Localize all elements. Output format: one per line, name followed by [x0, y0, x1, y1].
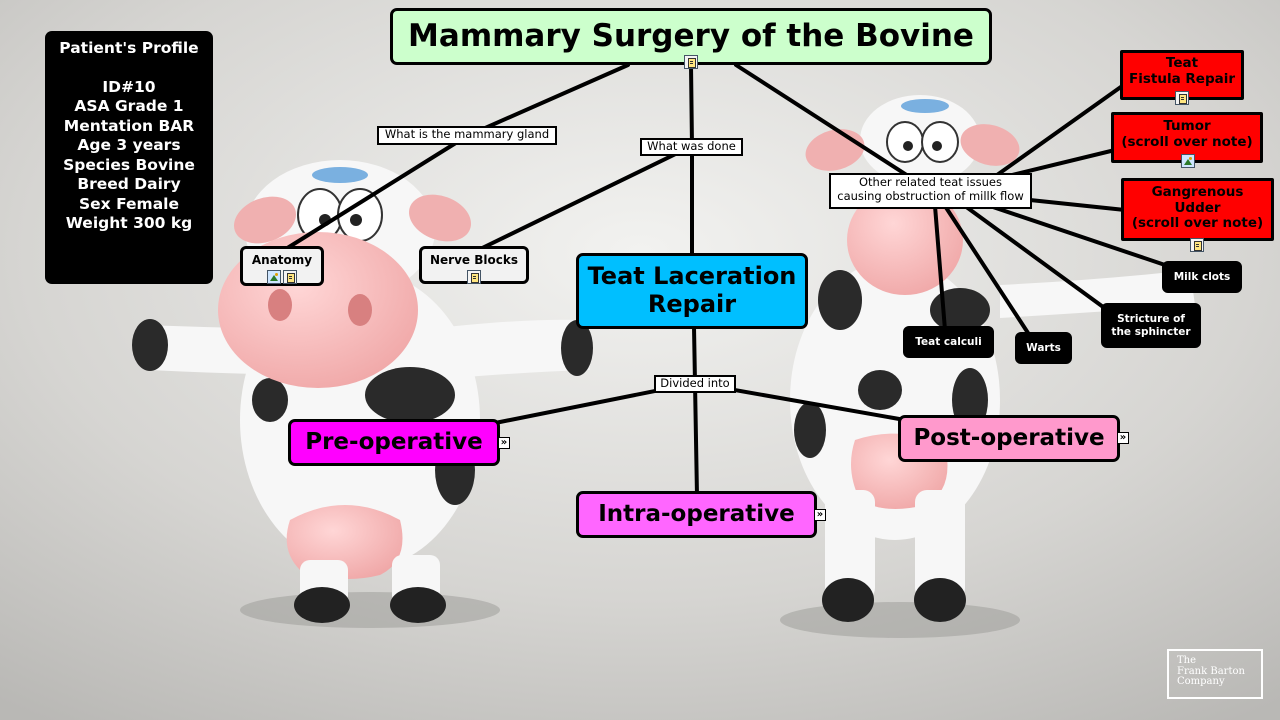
logo-line-2: Frank Barton: [1177, 665, 1245, 677]
central-line-2: Repair: [647, 290, 737, 318]
expand-icon[interactable]: »: [498, 437, 510, 449]
note-icon[interactable]: [283, 269, 297, 284]
expand-icon[interactable]: »: [1117, 432, 1129, 444]
milk-clots-label: Milk clots: [1173, 270, 1231, 283]
page-title: Mammary Surgery of the Bovine: [408, 17, 974, 54]
teat-fistula-line-2: Fistula Repair: [1129, 70, 1235, 87]
label-divided-into: Divided into: [654, 375, 736, 393]
note-icon[interactable]: [467, 269, 481, 284]
frank-barton-company-logo: The Frank Barton Company: [1167, 649, 1263, 699]
label-what-is-mammary-gland: What is the mammary gland: [377, 126, 557, 145]
expand-icon[interactable]: »: [814, 509, 826, 521]
nerve-blocks-label: Nerve Blocks: [430, 253, 518, 267]
stricture-line-1: Stricture of: [1117, 313, 1185, 326]
central-line-1: Teat Laceration: [587, 262, 797, 291]
profile-mentation: Mentation BAR: [63, 116, 195, 135]
profile-weight: Weight 300 kg: [65, 214, 193, 232]
profile-asa: ASA Grade 1: [74, 97, 184, 115]
tumor-node[interactable]: Tumor (scroll over note): [1111, 112, 1263, 163]
anatomy-node[interactable]: Anatomy: [240, 246, 324, 286]
tumor-line-2: (scroll over note): [1121, 133, 1253, 150]
post-operative-label: Post-operative: [913, 425, 1105, 452]
profile-breed: Breed Dairy: [77, 175, 181, 193]
patient-profile-panel: Patient's Profile ID#10 ASA Grade 1 Ment…: [45, 31, 213, 284]
gangrenous-line-1: Gangrenous: [1151, 184, 1244, 200]
stricture-sphincter-node[interactable]: Stricture of the sphincter: [1101, 303, 1201, 348]
teat-calculi-node[interactable]: Teat calculi: [903, 326, 994, 358]
stricture-line-2: the sphincter: [1111, 325, 1191, 338]
teat-calculi-label: Teat calculi: [915, 335, 982, 348]
label-other-line-1: Other related teat issues: [859, 175, 1002, 189]
intra-operative-node[interactable]: Intra-operative: [576, 491, 817, 538]
note-icon[interactable]: [684, 55, 698, 69]
note-icon[interactable]: [1175, 91, 1189, 105]
milk-clots-node[interactable]: Milk clots: [1162, 261, 1242, 293]
note-icon[interactable]: [1190, 238, 1204, 252]
image-icon[interactable]: [1181, 154, 1195, 168]
profile-age: Age 3 years: [77, 136, 181, 154]
profile-sex: Sex Female: [79, 194, 179, 213]
warts-node[interactable]: Warts: [1015, 332, 1072, 364]
title-node[interactable]: Mammary Surgery of the Bovine: [390, 8, 992, 65]
label-other-line-2: causing obstruction of millk flow: [837, 188, 1024, 203]
nerve-blocks-node[interactable]: Nerve Blocks: [419, 246, 529, 284]
post-operative-node[interactable]: Post-operative: [898, 415, 1120, 462]
logo-line-1: The: [1177, 655, 1197, 666]
logo-line-3: Company: [1177, 676, 1225, 687]
tumor-line-1: Tumor: [1163, 118, 1211, 134]
pre-operative-node[interactable]: Pre-operative: [288, 419, 500, 466]
pre-operative-label: Pre-operative: [305, 429, 483, 456]
teat-laceration-repair-node[interactable]: Teat Laceration Repair: [576, 253, 808, 329]
label-what-was-done: What was done: [640, 138, 743, 156]
anatomy-label: Anatomy: [251, 253, 313, 267]
profile-species: Species Bovine: [63, 155, 195, 174]
label-other-related-issues: Other related teat issues causing obstru…: [829, 173, 1032, 209]
gangrenous-line-2: Udder: [1174, 199, 1221, 216]
image-icon[interactable]: [267, 269, 281, 284]
gangrenous-udder-node[interactable]: Gangrenous Udder (scroll over note): [1121, 178, 1274, 241]
teat-fistula-line-1: Teat: [1165, 55, 1199, 71]
anatomy-attachments: [267, 269, 297, 284]
profile-id: ID#10: [102, 77, 156, 96]
nerve-blocks-attachments: [467, 269, 481, 284]
profile-heading: Patient's Profile: [59, 39, 199, 57]
intra-operative-label: Intra-operative: [598, 501, 795, 528]
warts-label: Warts: [1026, 341, 1061, 354]
gangrenous-line-3: (scroll over note): [1131, 215, 1264, 232]
